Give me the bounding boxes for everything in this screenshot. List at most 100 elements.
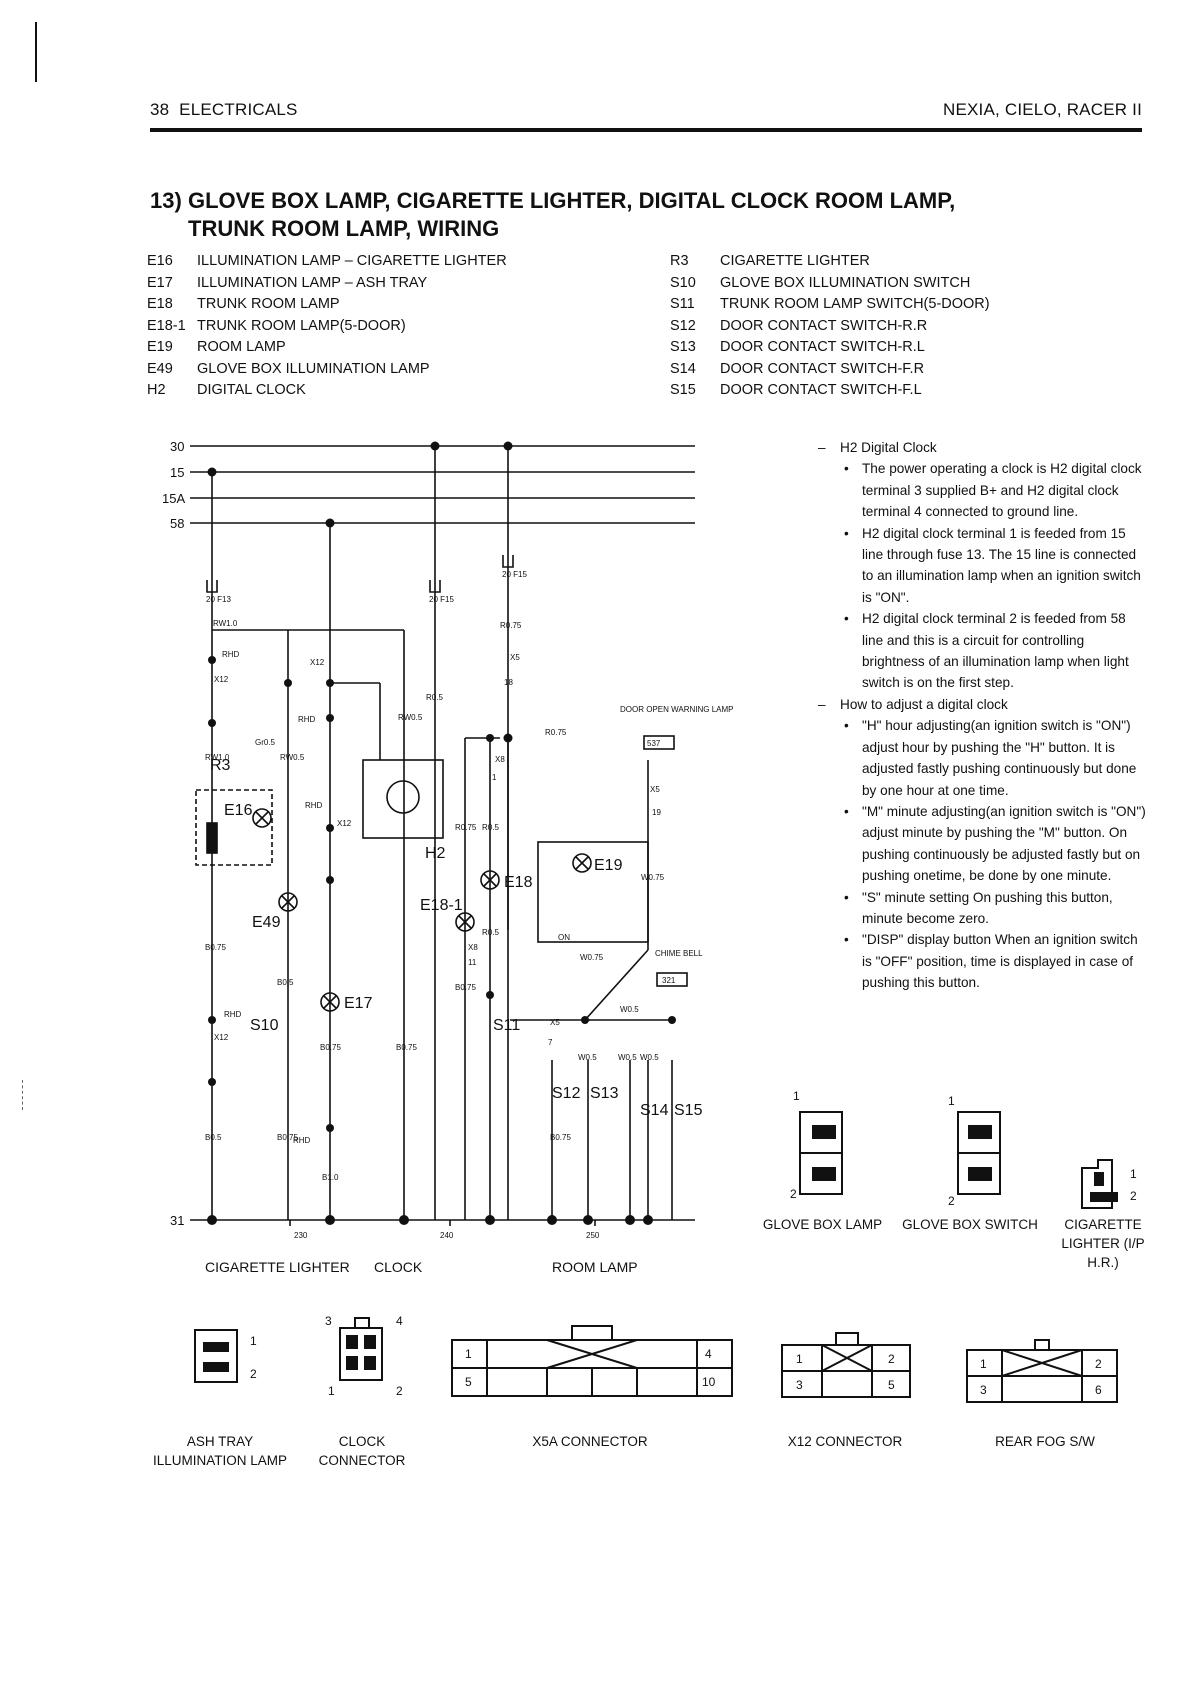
- pin-label: 4: [705, 1347, 712, 1361]
- door-open-num: 537: [647, 739, 661, 748]
- x5a-caption: X5A CONNECTOR: [532, 1434, 648, 1449]
- wire-label: X5: [650, 785, 660, 794]
- component-label: S11: [493, 1017, 520, 1034]
- wire-label: X8: [495, 755, 505, 764]
- wire-label: X5: [510, 653, 520, 662]
- pin-label: 3: [980, 1383, 987, 1397]
- component-label: E49: [252, 914, 281, 931]
- wire-label: R0.75: [500, 621, 522, 630]
- bus-label: 58: [170, 516, 184, 531]
- note-bullet: •"M" minute adjusting(an ignition switch…: [844, 803, 1146, 884]
- component-label: S14: [640, 1102, 669, 1119]
- wire-label: B0.75: [455, 983, 476, 992]
- wire-label: B0.75: [320, 1043, 341, 1052]
- wire-label: RHD: [298, 715, 316, 724]
- section-name: ELECTRICALS: [179, 100, 298, 119]
- wire-label: X12: [214, 675, 229, 684]
- chime-label: CHIME BELL: [655, 949, 703, 958]
- wire-label: 7: [548, 1038, 553, 1047]
- component-label: E17: [344, 995, 373, 1012]
- glove-box-lamp-caption: GLOVE BOX LAMP: [762, 1217, 883, 1232]
- component-label: E18: [504, 874, 533, 891]
- pin-label: 6: [1095, 1383, 1102, 1397]
- pin-label: 2: [948, 1194, 955, 1208]
- pin-label: 2: [790, 1187, 797, 1201]
- wire-label: W0.5: [620, 1005, 639, 1014]
- pin-label: 2: [1095, 1357, 1102, 1371]
- note-bullet: •H2 digital clock terminal 2 is feeded f…: [844, 611, 1129, 691]
- component-label: E19: [594, 857, 623, 874]
- wire-label: B0.75: [277, 1133, 298, 1142]
- wire-label: R0.75: [545, 728, 567, 737]
- pin-label: 3: [796, 1378, 803, 1392]
- x12-caption: X12 CONNECTOR: [787, 1434, 903, 1449]
- pin-label: 3: [325, 1314, 332, 1328]
- bus-label: 15: [170, 465, 184, 480]
- wire-label: RHD: [293, 1136, 311, 1145]
- wire-label: RW0.5: [280, 753, 305, 762]
- cig-lighter-caption: CIGARETTE LIGHTER (I/P H.R.): [1061, 1217, 1145, 1270]
- diagram-caption: CIGARETTE LIGHTER: [205, 1259, 350, 1275]
- pin-label: 2: [888, 1352, 895, 1366]
- wire-label: B0.75: [205, 943, 226, 952]
- note-heading-adjust: –How to adjust a digital clock: [818, 696, 1008, 712]
- fuse-label: 20 F15: [502, 570, 527, 579]
- page-header-left: 38 ELECTRICALS: [150, 100, 298, 120]
- pin-label: 1: [1130, 1167, 1137, 1181]
- component-label: R3: [210, 757, 231, 774]
- component-label: H2: [425, 845, 446, 862]
- pin-label: 5: [888, 1378, 895, 1392]
- note-bullet: •"H" hour adjusting(an ignition switch i…: [844, 718, 1137, 798]
- note-heading-h2: –H2 Digital Clock: [818, 440, 937, 455]
- title-line-2: TRUNK ROOM LAMP, WIRING: [188, 216, 500, 241]
- margin-dash: [22, 1080, 24, 1110]
- wire-label: 18: [504, 678, 513, 687]
- title-line-1: GLOVE BOX LAMP, CIGARETTE LIGHTER, DIGIT…: [188, 188, 956, 213]
- on-label: ON: [558, 933, 570, 942]
- wire-label: B0.75: [550, 1133, 571, 1142]
- ash-tray-caption: ASH TRAY ILLUMINATION LAMP: [152, 1434, 288, 1468]
- rear-fog-caption: REAR FOG S/W: [995, 1434, 1095, 1449]
- wire-label: W0.5: [578, 1053, 597, 1062]
- glove-box-switch-caption: GLOVE BOX SWITCH: [902, 1217, 1038, 1232]
- wire-label: RW0.5: [398, 713, 423, 722]
- pin-label: 4: [396, 1314, 403, 1328]
- ground-num: 250: [586, 1231, 600, 1240]
- wire-label: W0.75: [580, 953, 604, 962]
- note-bullet: •"DISP" display button When an ignition …: [844, 932, 1138, 991]
- bus-label: 31: [170, 1213, 184, 1228]
- pin-label: 1: [328, 1384, 335, 1398]
- section-title: 13) GLOVE BOX LAMP, CIGARETTE LIGHTER, D…: [150, 187, 955, 243]
- pin-label: 2: [250, 1367, 257, 1381]
- bus-label: 30: [170, 439, 184, 454]
- component-label: S15: [674, 1102, 703, 1119]
- clock-connector-caption: CLOCK CONNECTOR: [318, 1434, 406, 1468]
- note-bullet: •H2 digital clock terminal 1 is feeded f…: [844, 525, 1141, 605]
- wire-label: X5: [550, 1018, 560, 1027]
- wire-label: 11: [468, 958, 477, 967]
- ground-num: 230: [294, 1231, 308, 1240]
- wire-label: 19: [652, 808, 661, 817]
- pin-label: 1: [948, 1094, 955, 1108]
- component-label: S12: [552, 1085, 581, 1102]
- wire-label: RHD: [224, 1010, 242, 1019]
- wire-label: R0.5: [482, 928, 499, 937]
- component-label: S10: [250, 1017, 279, 1034]
- wire-label: B0.5: [205, 1133, 222, 1142]
- wire-label: X12: [214, 1033, 229, 1042]
- pin-label: 1: [796, 1352, 803, 1366]
- door-open-label: DOOR OPEN WARNING LAMP: [620, 705, 734, 714]
- wire-label: W0.75: [641, 873, 665, 882]
- pin-label: 5: [465, 1375, 472, 1389]
- ground-num: 240: [440, 1231, 454, 1240]
- pin-label: 2: [1130, 1189, 1137, 1203]
